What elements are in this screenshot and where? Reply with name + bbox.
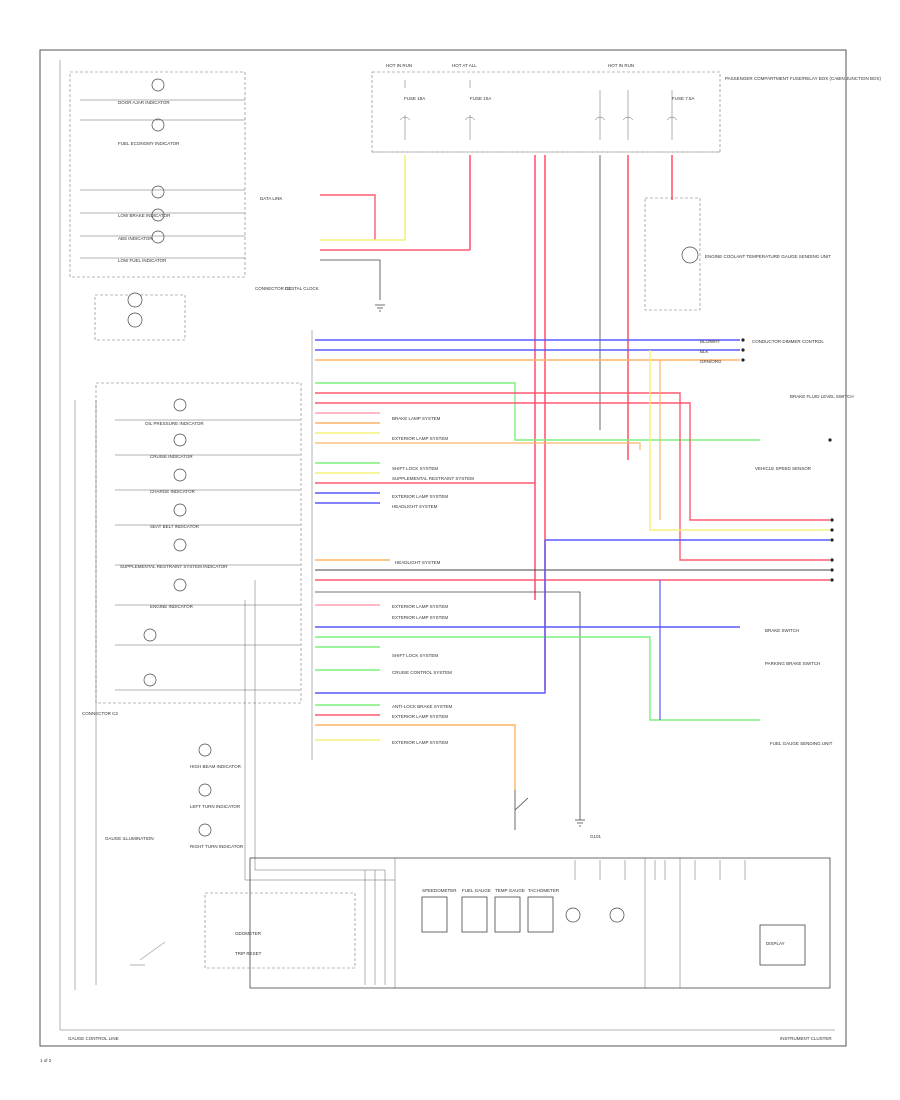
wire-upper-color-3: GRN/ORG: [700, 359, 722, 364]
wire-lower-dest-5: CRUISE CONTROL SYSTEM: [392, 670, 452, 675]
row-blue-6: [315, 540, 546, 694]
fuse-2-id: FUSE 10A: [470, 96, 491, 101]
left-indicator-1: DOOR AJAR INDICATOR: [118, 100, 170, 105]
fuse-1-label: HOT IN RUN: [386, 63, 412, 68]
cluster-verticals: [130, 860, 746, 985]
left-indicator-15: GAUGE ILLUMINATION: [105, 836, 154, 841]
fuse-box-description: PASSENGER COMPARTMENT FUSE/RELAY BOX (CA…: [725, 76, 882, 81]
wire-lower-dest-1: HEADLIGHT SYSTEM: [395, 560, 441, 565]
right-label-1: CONDUCTOR DIMMER CONTROL: [752, 339, 824, 344]
trip-reset-block: [204, 892, 356, 969]
footer-right: INSTRUMENT CLUSTER: [780, 1036, 832, 1041]
left-indicator-9: SEAT BELT INDICATOR: [150, 524, 200, 529]
left-lower-rails: [74, 400, 395, 990]
row-green-3: [315, 636, 760, 721]
right-label-6: PARKING BRAKE SWITCH: [765, 661, 820, 666]
ground-symbol-mid: [575, 819, 585, 827]
connector-label-4: DATA LINK: [260, 196, 282, 201]
wire-upper-dest-3: SHIFT LOCK SYSTEM: [392, 466, 438, 471]
wire-upper-dest-4: SUPPLEMENTAL RESTRAINT SYSTEM: [392, 476, 474, 481]
bottom-component-4: TACHOMETER: [528, 888, 560, 893]
page-mark: 1 of 2: [40, 1058, 52, 1063]
row-orange-5: [315, 724, 516, 790]
left-indicator-11: ENGINE INDICATOR: [150, 604, 194, 609]
bottom-component-3: TEMP GAUGE: [495, 888, 525, 893]
wire-lower-dest-6: ANTI-LOCK BRAKE SYSTEM: [392, 704, 453, 709]
row-orange-3: [315, 442, 641, 450]
upper-indicator-block: [69, 71, 246, 278]
wire-lower-dest-8: EXTERIOR LAMP SYSTEM: [392, 740, 448, 745]
fuse-3-label: HOT IN RUN: [608, 63, 634, 68]
left-indicator-12: HIGH BEAM INDICATOR: [190, 764, 242, 769]
wire-upper-dest-1: BRAKE LAMP SYSTEM: [392, 416, 441, 421]
left-indicator-6: OIL PRESSURE INDICATOR: [145, 421, 204, 426]
row-red-2: [315, 402, 830, 521]
bottom-component-6: ODOMETER: [235, 931, 262, 936]
diagram-frame: [39, 49, 847, 1047]
bottom-component-1: SPEEDOMETER: [422, 888, 457, 893]
turn-bulbs: [198, 743, 212, 837]
cluster-gauges: [421, 896, 806, 966]
main-cluster-bulbs: [143, 398, 187, 687]
left-indicator-3: LOW BRAKE INDICATOR: [118, 213, 171, 218]
row-green-1: [315, 382, 760, 441]
left-indicator-13: LEFT TURN INDICATOR: [190, 804, 241, 809]
wire-upper-dest-6: HEADLIGHT SYSTEM: [392, 504, 438, 509]
main-cluster-block: [95, 382, 302, 704]
mid-bulb-a: [127, 292, 143, 308]
fuse-3-id: FUSE 7.5A: [672, 96, 695, 101]
fuse-box: [371, 71, 721, 153]
right-label-3: ENGINE COOLANT TEMPERATURE GAUGE SENDING…: [705, 254, 831, 259]
ground-label: G101: [590, 834, 602, 839]
wire-lower-dest-2: EXTERIOR LAMP SYSTEM: [392, 604, 448, 609]
fuse-1-id: FUSE 15A: [404, 96, 425, 101]
wire-lower-dest-4: SHIFT LOCK SYSTEM: [392, 653, 438, 658]
wire-lower-dest-7: EXTERIOR LAMP SYSTEM: [392, 714, 448, 719]
row-red-1: [315, 392, 830, 561]
mid-bulb-b: [127, 312, 143, 328]
wire-red-upper: [320, 194, 376, 240]
right-label-4: VEHICLE SPEED SENSOR: [755, 466, 812, 471]
footer-left: GAUGE CONTROL LINE: [68, 1036, 119, 1041]
fuse-2-label: HOT AT ALL: [452, 63, 477, 68]
bottom-component-5: DISPLAY: [766, 941, 785, 946]
connector-label-2: CONNECTOR C2: [82, 711, 118, 716]
wire-ground-upper: [320, 259, 381, 300]
left-indicator-7: CRUISE INDICATOR: [150, 454, 193, 459]
left-indicator-8: CHARGE INDICATOR: [150, 489, 196, 494]
wire-upper-dest-5: EXTERIOR LAMP SYSTEM: [392, 494, 448, 499]
ground-symbol-top: [375, 304, 385, 312]
right-label-2: BRAKE FLUID LEVEL SWITCH: [790, 394, 854, 399]
wire-upper-color-1: BLU/WHT: [700, 339, 721, 344]
bottom-component-7: TRIP RESET: [235, 951, 262, 956]
wire-upper-color-2: BLK: [700, 349, 709, 354]
left-indicator-2: FUEL ECONOMY INDICATOR: [118, 141, 180, 146]
wire-lower-dest-3: EXTERIOR LAMP SYSTEM: [392, 615, 448, 620]
connector-label-3: DIGITAL CLOCK: [285, 286, 319, 291]
left-indicator-10: SUPPLEMENTAL RESTRAINT SYSTEM INDICATOR: [120, 564, 228, 569]
right-label-5: BRAKE SWITCH: [765, 628, 799, 633]
upper-bulb-wires: [80, 99, 245, 259]
main-cluster-wires: [115, 419, 300, 691]
row-yellow-right: [649, 350, 830, 531]
row-black-2: [315, 591, 581, 820]
wire-upper-dest-2: EXTERIOR LAMP SYSTEM: [392, 436, 448, 441]
left-indicator-4: ABS INDICATOR: [118, 236, 153, 241]
oil-pressure-switch: [514, 790, 529, 830]
left-indicator-14: RIGHT TURN INDICATOR: [190, 844, 244, 849]
fuse-symbols: [399, 80, 678, 140]
right-terminals: [741, 338, 834, 582]
instrument-cluster-panel: [249, 857, 831, 989]
connector-label-1: CONNECTOR C1: [255, 286, 291, 291]
temp-sender-symbol: [681, 246, 699, 264]
upper-bulbs: [151, 78, 165, 244]
right-label-7: FUEL GAUGE SENDING UNIT: [770, 741, 833, 746]
bottom-component-2: FUEL GAUGE: [462, 888, 491, 893]
temp-sender-block: [644, 197, 701, 311]
left-indicator-5: LOW FUEL INDICATOR: [118, 258, 167, 263]
